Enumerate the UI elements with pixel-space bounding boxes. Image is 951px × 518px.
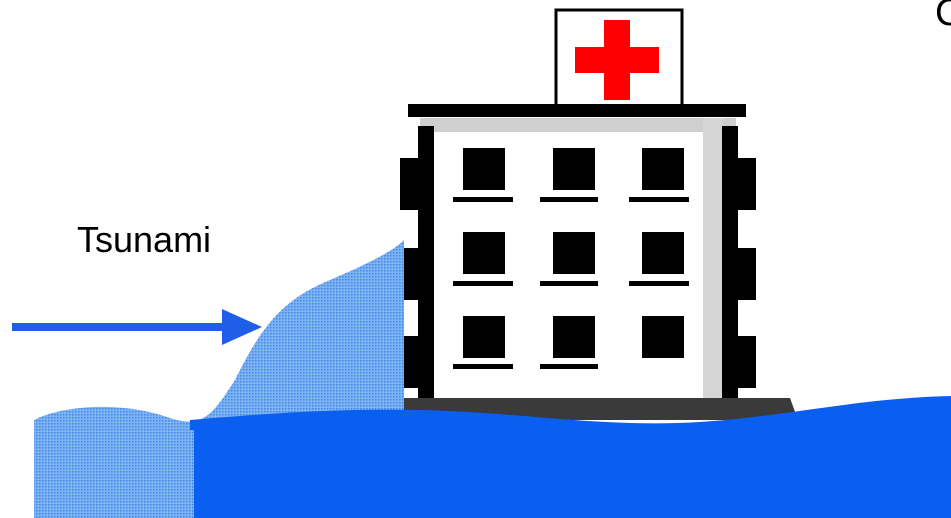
shallow-water — [34, 430, 194, 518]
right-arrow-icon — [12, 309, 262, 345]
roof-slab — [408, 104, 746, 117]
partial-corner-text: C — [935, 0, 951, 32]
tsunami-label: Tsunami — [77, 222, 211, 258]
hospital-building-icon — [355, 10, 798, 420]
